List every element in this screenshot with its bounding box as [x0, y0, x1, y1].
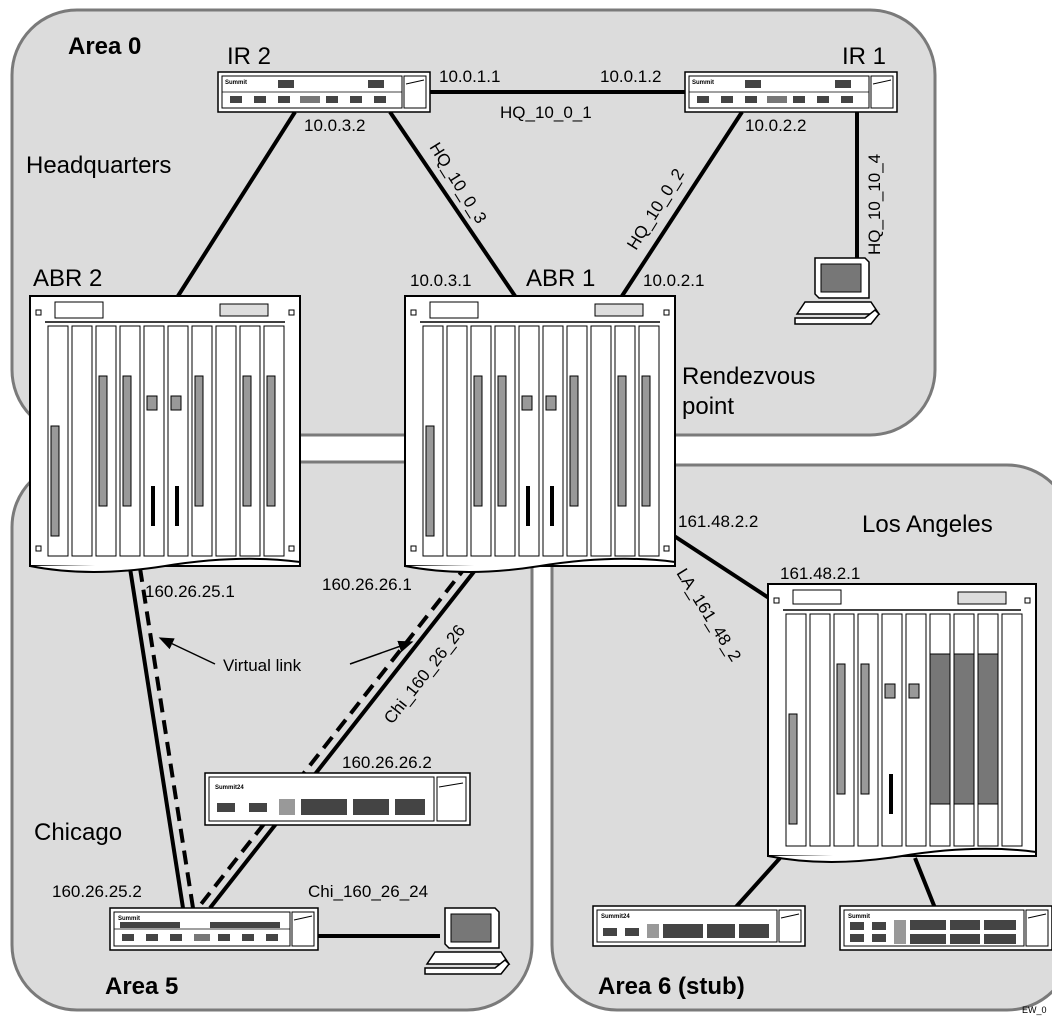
ip-chi-switch: 160.26.26.2	[342, 753, 432, 772]
la-switch-right-brand: Summit	[848, 914, 870, 920]
ir1-label: IR 1	[842, 43, 886, 70]
ip-abr1-east: 10.0.2.1	[643, 271, 704, 290]
la-switch-left-brand: Summit24	[601, 914, 630, 920]
ip-abr2-chi: 160.26.25.1	[145, 582, 235, 601]
los-angeles-label: Los Angeles	[862, 511, 993, 538]
rendezvous-label-line2: point	[682, 393, 734, 420]
la-summit24-switch[interactable]: Summit24	[593, 906, 805, 946]
link-label-hq-10-0-1: HQ_10_0_1	[500, 103, 592, 122]
chicago-label: Chicago	[34, 819, 122, 846]
ip-chi-router: 160.26.25.2	[52, 882, 142, 901]
abr1-chassis[interactable]	[405, 296, 675, 572]
ip-ir2-south: 10.0.3.2	[304, 116, 365, 135]
chicago-switch-brand: Summit24	[215, 785, 244, 791]
abr1-label: ABR 1	[526, 265, 595, 292]
rendezvous-label-line1: Rendezvous	[682, 363, 815, 390]
la-router-chassis[interactable]	[768, 584, 1036, 862]
abr2-label: ABR 2	[33, 265, 102, 292]
area-5-label: Area 5	[105, 973, 178, 1000]
abr2-chassis[interactable]	[30, 296, 300, 572]
ip-abr1-west: 10.0.3.1	[410, 271, 471, 290]
ip-ir1-south: 10.0.2.2	[745, 116, 806, 135]
ir1-brand: Summit	[692, 80, 714, 86]
la-summit48-switch[interactable]: Summit	[840, 906, 1052, 950]
ip-abr1-chi: 160.26.26.1	[322, 575, 412, 594]
link-label-hq-10-10-4: HQ_10_10_4	[865, 154, 884, 255]
area-6-label: Area 6 (stub)	[598, 973, 745, 1000]
ir1-switch[interactable]: Summit	[685, 72, 897, 112]
ip-la-router: 161.48.2.1	[780, 564, 860, 583]
link-label-chi-160-26-24: Chi_160_26_24	[308, 882, 428, 901]
ir2-label: IR 2	[227, 43, 271, 70]
ip-ir2-east: 10.0.1.1	[439, 67, 500, 86]
ir2-switch[interactable]: Summit	[218, 72, 430, 112]
chicago-summit24-switch[interactable]: Summit24	[205, 773, 470, 825]
area-0-label: Area 0	[68, 33, 141, 60]
headquarters-label: Headquarters	[26, 152, 171, 179]
figure-id-label: EW_0	[1022, 1005, 1047, 1015]
virtual-link-label: Virtual link	[223, 656, 302, 675]
ip-abr1-la: 161.48.2.2	[678, 512, 758, 531]
ip-ir1-west: 10.0.1.2	[600, 67, 661, 86]
chicago-router-switch[interactable]: Summit	[110, 908, 318, 950]
chicago-router-brand: Summit	[118, 916, 140, 922]
ir2-brand: Summit	[225, 80, 247, 86]
